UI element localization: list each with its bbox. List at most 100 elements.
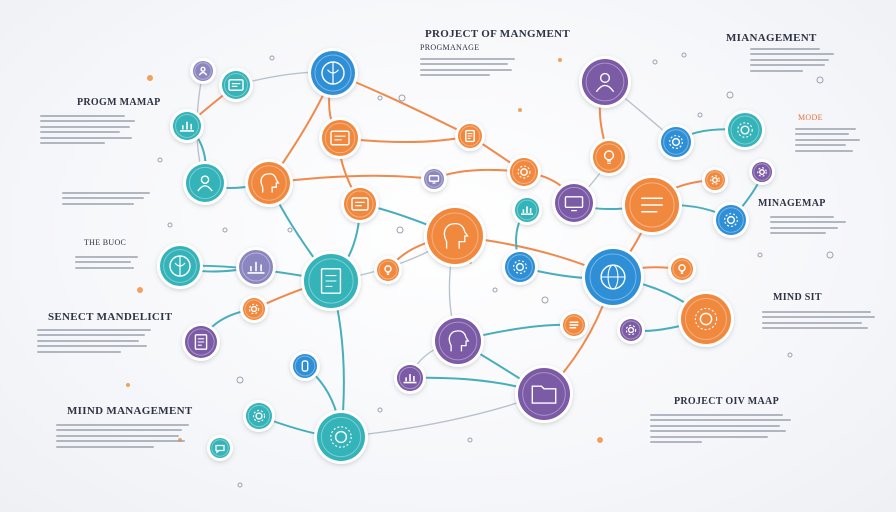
- node-n30: [290, 351, 320, 381]
- node-n24: [236, 247, 276, 287]
- node-n25: [243, 400, 275, 432]
- title-mind-management: MIIND MANAGEMENT: [67, 405, 193, 417]
- gear-icon: [710, 175, 720, 185]
- node-n38: [702, 167, 728, 193]
- node-n31: [374, 256, 402, 284]
- decorative-dots: [126, 52, 834, 488]
- gear-icon: [757, 167, 767, 177]
- text-block-left-top: [40, 111, 140, 148]
- title-mind-sit: MIND SIT: [773, 292, 822, 303]
- node-n29: [560, 311, 588, 339]
- node-n14: [432, 315, 484, 367]
- folder-icon: [531, 385, 557, 404]
- node-n17: [157, 243, 203, 289]
- node-n32: [240, 295, 268, 323]
- node-n18: [658, 124, 694, 160]
- decorative-dot: [726, 91, 734, 99]
- title-the-buoc: THE BUOC: [84, 238, 127, 247]
- decorative-dot: [377, 95, 383, 101]
- title-project-oiv-maap: PROJECT OIV MAAP: [674, 396, 779, 407]
- decorative-dot: [236, 376, 244, 384]
- gear-icon: [737, 122, 753, 138]
- phone-icon: [301, 360, 309, 372]
- title-mianagement: MIANAGEMENT: [726, 32, 817, 44]
- title-progm-mamap: PROGM MAMAP: [77, 97, 161, 108]
- decorative-dot: [377, 407, 383, 413]
- node-n21: [219, 68, 253, 102]
- gear-icon: [248, 303, 260, 315]
- decorative-dot: [237, 482, 243, 488]
- decorative-dot: [558, 58, 562, 62]
- person-icon: [198, 66, 208, 76]
- text-block-left-bottom: [56, 420, 196, 451]
- decorative-dot: [287, 227, 293, 233]
- node-n7: [245, 159, 293, 207]
- head-icon: [448, 330, 470, 352]
- decorative-dot: [398, 94, 406, 102]
- bulb-icon: [678, 264, 686, 274]
- title-mode: MODE: [798, 113, 823, 122]
- bulb-icon: [603, 150, 615, 164]
- chat-icon: [215, 444, 225, 454]
- node-n4: [170, 109, 204, 143]
- person-icon: [197, 175, 213, 192]
- document-icon: [465, 129, 475, 143]
- node-n23: [182, 323, 220, 361]
- node-n10: [183, 161, 227, 205]
- screen-icon: [564, 196, 584, 212]
- decorative-dot: [826, 251, 834, 259]
- document-icon: [194, 334, 208, 350]
- decorative-dot: [492, 287, 498, 293]
- title-senect-mandelicit: SENECT MANDELICIT: [48, 311, 173, 323]
- node-n3: [579, 56, 631, 108]
- chart-icon: [521, 206, 533, 215]
- node-n8: [552, 181, 596, 225]
- node-n33: [617, 316, 645, 344]
- node-n5: [725, 110, 765, 150]
- decorative-dot: [269, 55, 275, 61]
- mind-map-nodes: [157, 48, 775, 464]
- decorative-dot: [467, 437, 473, 443]
- node-n37: [749, 159, 775, 185]
- decorative-dot: [757, 252, 763, 258]
- node-n20: [713, 202, 749, 238]
- person-icon: [595, 72, 615, 93]
- bulb-icon: [384, 265, 392, 275]
- document-icon: [320, 268, 342, 294]
- gear-icon: [513, 260, 527, 274]
- node-n36: [421, 166, 447, 192]
- head-icon: [260, 173, 280, 193]
- node-n11: [301, 251, 361, 311]
- text-block-top-center: [420, 54, 520, 80]
- node-n26: [507, 155, 541, 189]
- text-block-left-buoc: [75, 252, 141, 272]
- text-block-right-bottom: [650, 410, 798, 447]
- decorative-dot: [541, 296, 549, 304]
- brain-icon: [169, 255, 191, 277]
- decorative-dot: [126, 383, 130, 387]
- node-n9: [622, 175, 682, 235]
- node-n34: [190, 58, 216, 84]
- node-n99: [424, 205, 486, 267]
- chart-icon: [247, 261, 265, 274]
- text-block-right-minagemap: [770, 212, 850, 238]
- node-n1: [308, 48, 358, 98]
- title-minagemap: MINAGEMAP: [758, 198, 826, 209]
- decorative-dot: [157, 157, 163, 163]
- title-project-of-mangment: PROJECT OF MANGMENT: [425, 28, 571, 40]
- node-n13: [678, 291, 734, 347]
- list-icon: [569, 321, 579, 329]
- list-icon: [641, 197, 663, 213]
- gear-icon: [694, 307, 718, 331]
- node-n28: [394, 362, 426, 394]
- head-icon: [443, 223, 469, 249]
- node-n39: [668, 255, 696, 283]
- brain-icon: [321, 61, 345, 85]
- decorative-dot: [222, 227, 228, 233]
- gear-icon: [517, 165, 531, 179]
- gear-icon: [252, 409, 266, 423]
- chart-icon: [180, 121, 194, 132]
- board-icon: [228, 79, 244, 91]
- text-block-left-senect: [37, 325, 157, 356]
